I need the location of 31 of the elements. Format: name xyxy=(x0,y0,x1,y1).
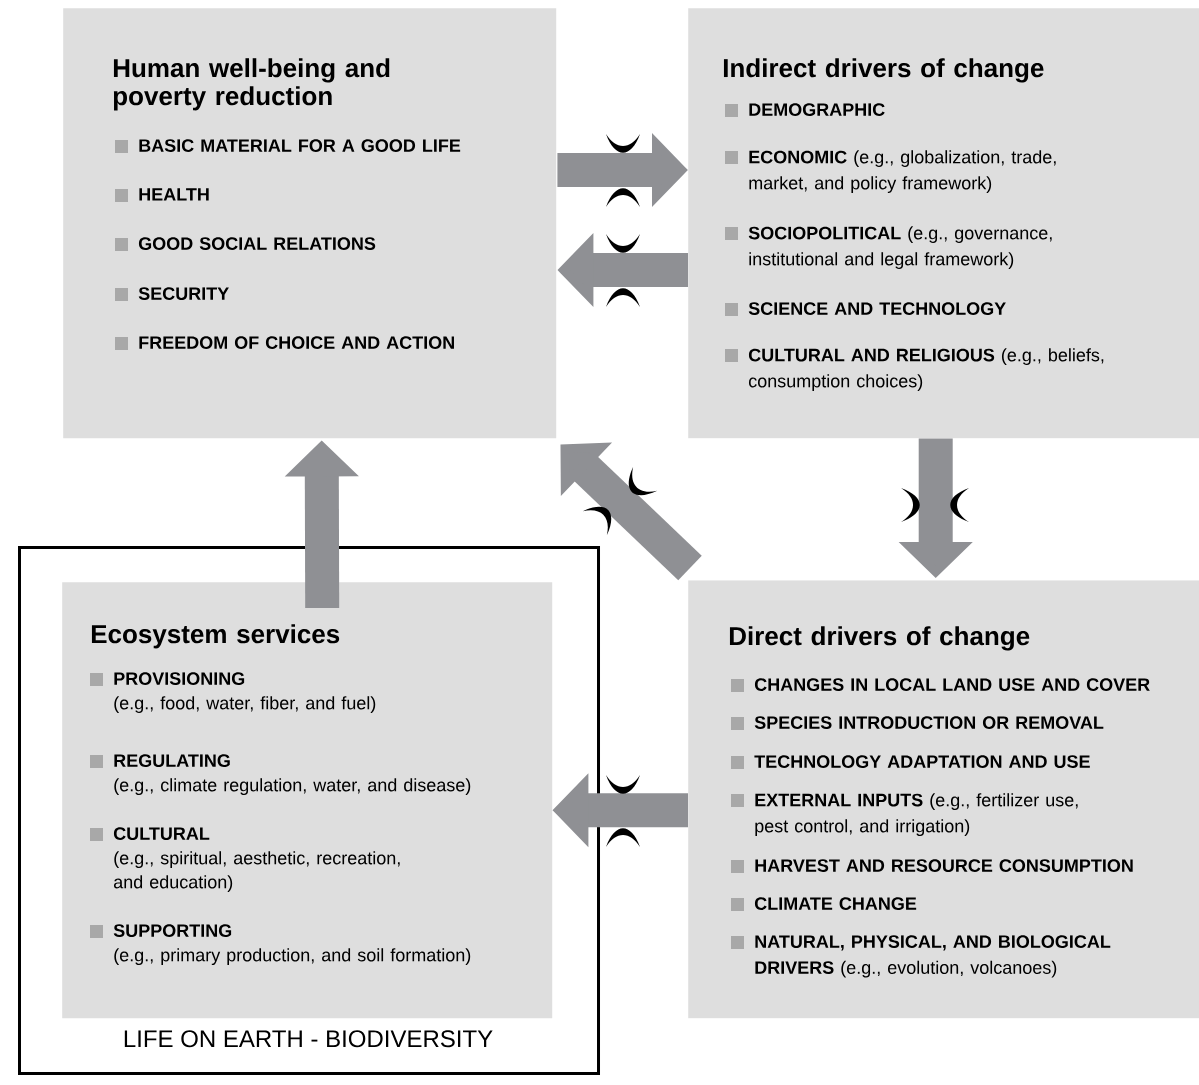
bullet-item: PROVISIONING xyxy=(90,672,245,686)
item-description: (e.g., spiritual, aesthetic, recreation, and education) xyxy=(113,851,400,892)
bullet-item: SCIENCE AND TECHNOLOGY xyxy=(725,302,1006,316)
bullet-item: ECONOMIC (e.g., globalization, trade, market, and policy framework) xyxy=(725,150,1056,193)
bullet-item: SOCIOPOLITICAL (e.g., governance, institutional and legal framework) xyxy=(725,226,1052,269)
bullet-item: DEMOGRAPHIC xyxy=(725,103,885,117)
bullet-item: TECHNOLOGY ADAPTATION AND USE xyxy=(731,755,1090,769)
bullet-item: CLIMATE CHANGE xyxy=(731,897,917,911)
bullet-item: FREEDOM OF CHOICE AND ACTION xyxy=(115,336,454,350)
bullet-item: EXTERNAL INPUTS (e.g., fertilizer use, pest control, and irrigation) xyxy=(731,793,1078,836)
bullet-item: BASIC MATERIAL FOR A GOOD LIFE xyxy=(115,139,461,153)
bullet-item: SUPPORTING xyxy=(90,924,232,938)
box-title: Direct drivers of change xyxy=(729,626,1030,651)
frame-label: LIFE ON EARTH - BIODIVERSITY xyxy=(124,1030,493,1048)
item-description: (e.g., primary production, and soil formation) xyxy=(114,948,471,965)
bullet-item: SPECIES INTRODUCTION OR REMOVAL xyxy=(731,716,1104,730)
bullet-item: CULTURAL xyxy=(90,827,210,841)
bullet-item: CHANGES IN LOCAL LAND USE AND COVER xyxy=(731,678,1150,692)
bullet-item: HARVEST AND RESOURCE CONSUMPTION xyxy=(731,859,1133,873)
bullet-item: CULTURAL AND RELIGIOUS (e.g., beliefs, consumption choices) xyxy=(725,348,1104,391)
box-title: Ecosystem services xyxy=(91,624,340,649)
bullet-item: REGULATING xyxy=(90,754,230,768)
bullet-item: SECURITY xyxy=(115,287,229,301)
item-description: (e.g., food, water, fiber, and fuel) xyxy=(114,696,376,713)
bullet-item: GOOD SOCIAL RELATIONS xyxy=(115,237,376,251)
bullet-item: HEALTH xyxy=(115,188,209,202)
block-arrow xyxy=(560,442,702,581)
box-title: Indirect drivers of change xyxy=(723,58,1044,83)
bullet-item: NATURAL, PHYSICAL, AND BIOLOGICAL DRIVERS (e.g., evolution, volcanoes) xyxy=(731,935,1111,978)
item-description: (e.g., climate regulation, water, and disease) xyxy=(114,778,471,795)
box-title: Human well-being and poverty reduction xyxy=(113,58,390,111)
